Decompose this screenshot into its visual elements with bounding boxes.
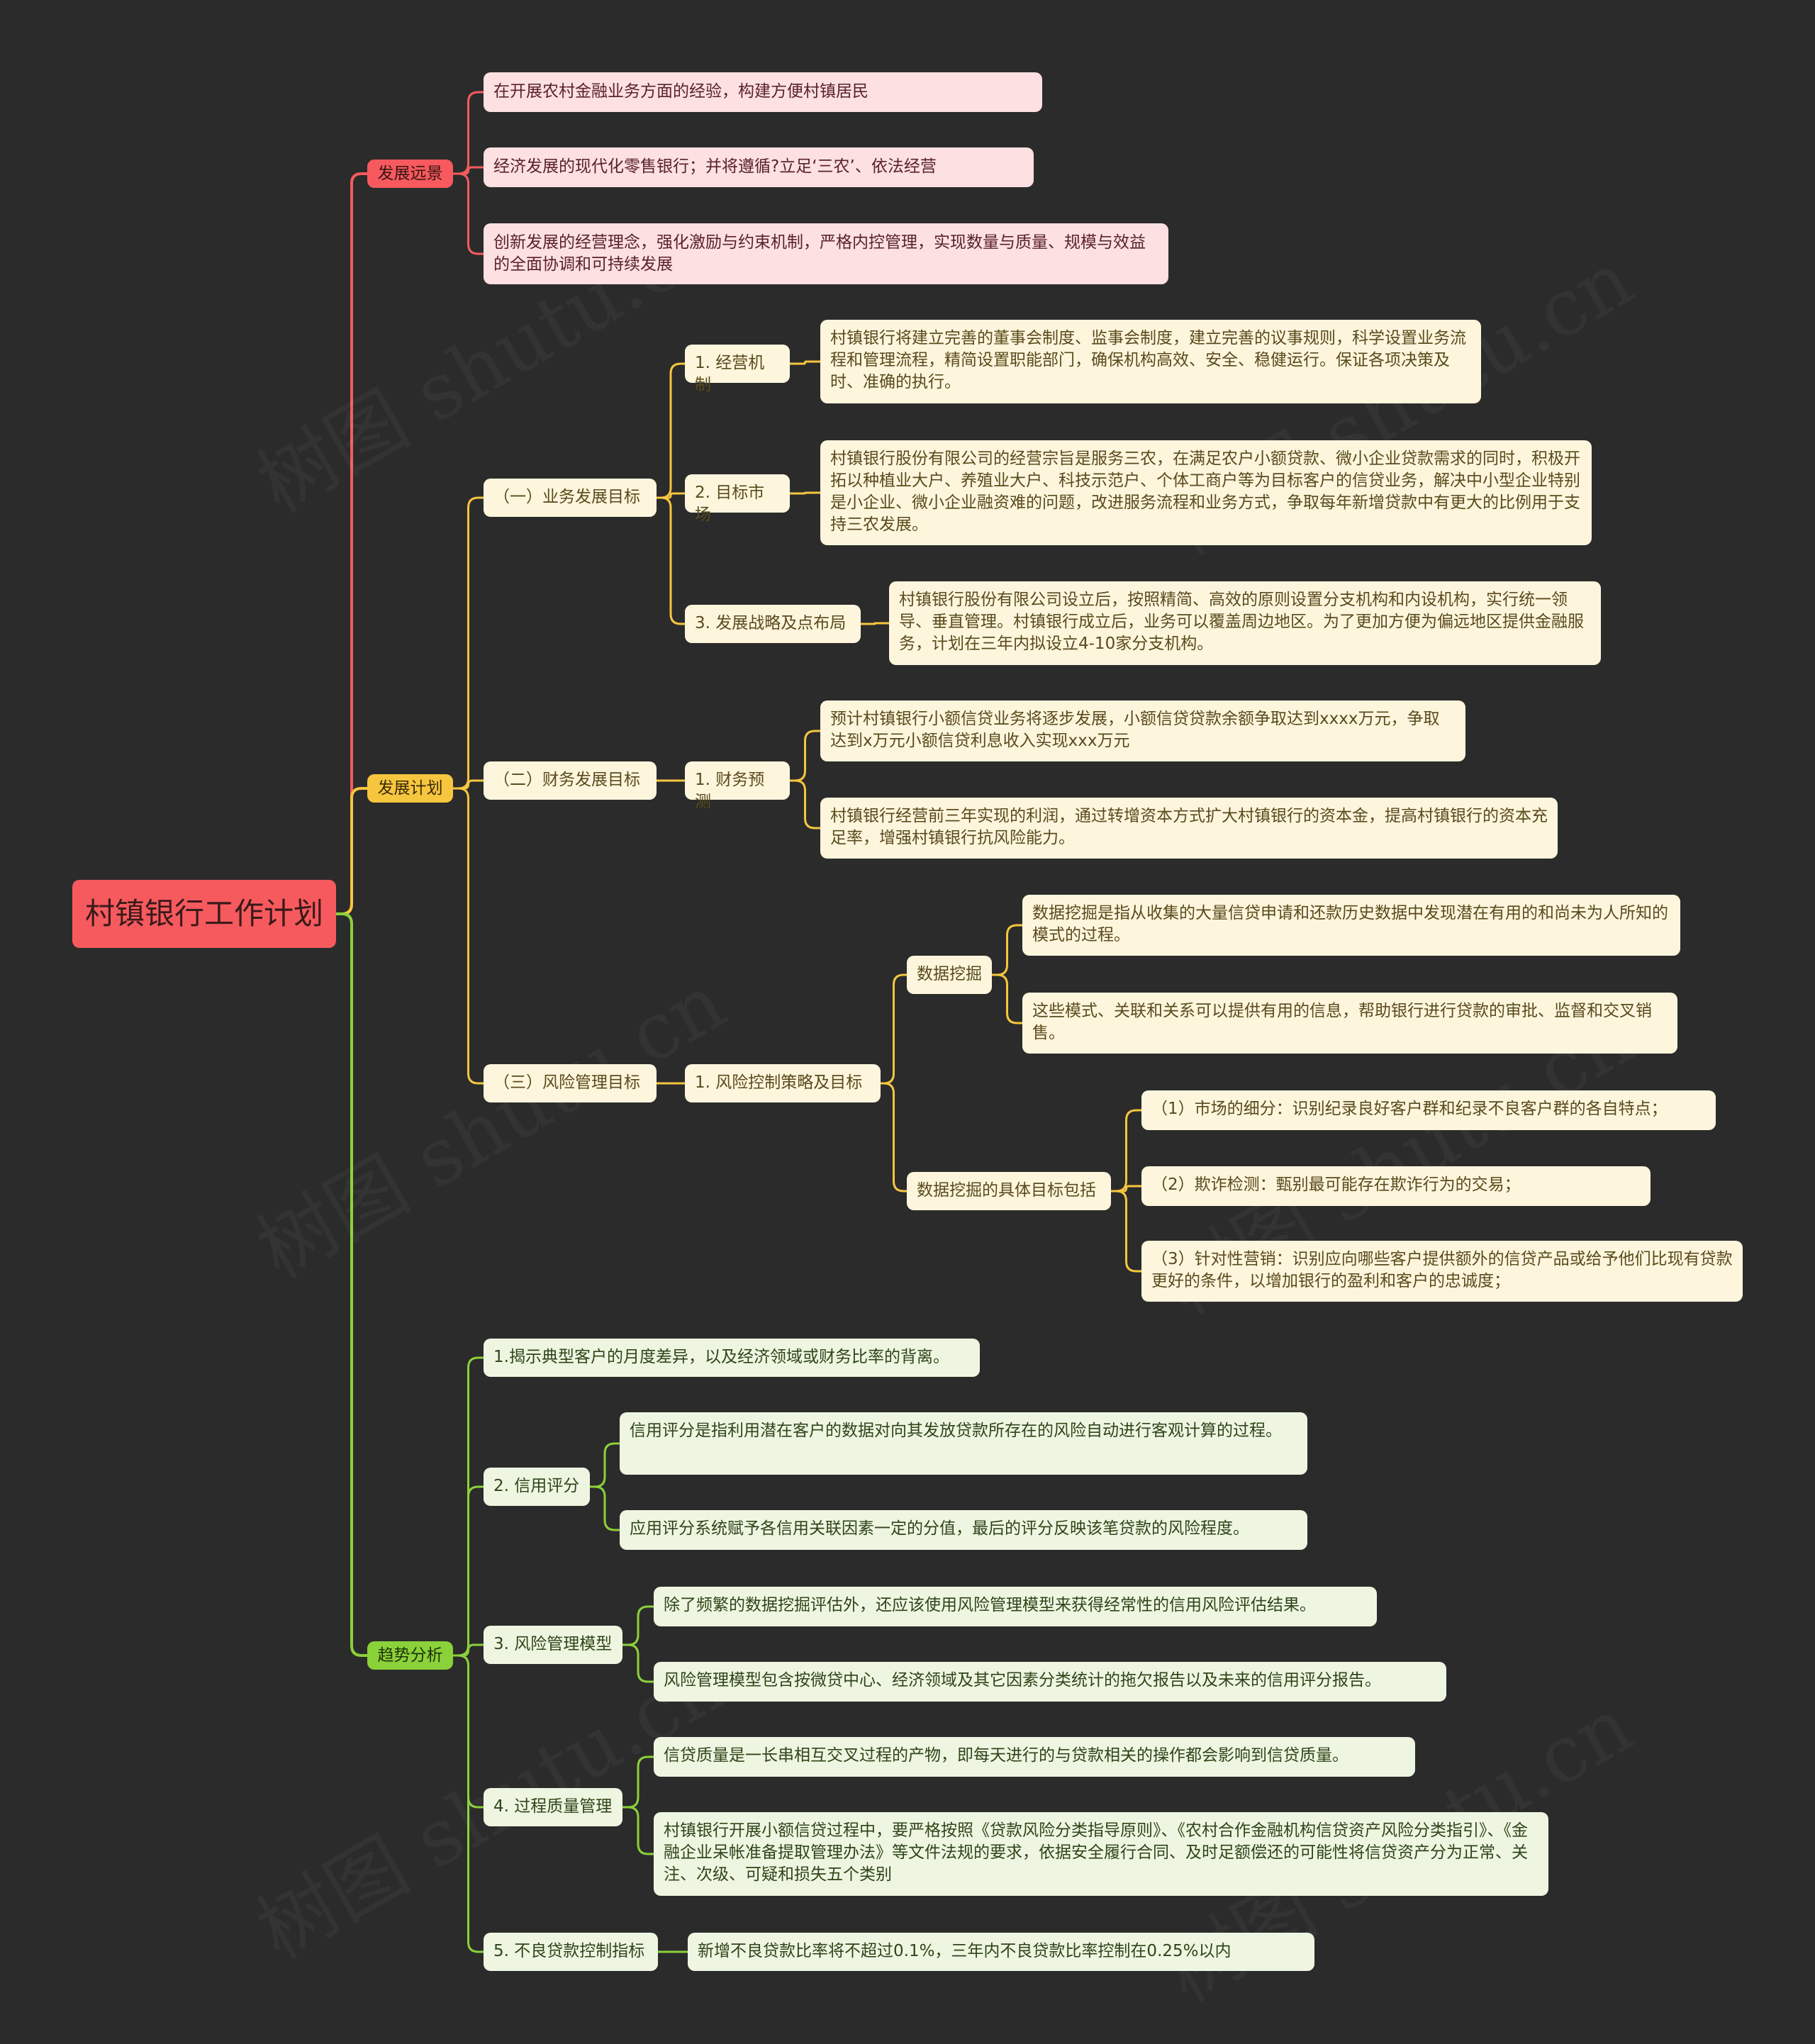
- connector-line: [790, 730, 820, 782]
- root-topic[interactable]: 村镇银行工作计划: [72, 880, 336, 948]
- connector-line: [590, 1485, 620, 1531]
- mining-goal-item[interactable]: （3）针对性营销：识别应向哪些客户提供额外的信贷产品或给予他们比现有贷款更好的条…: [1141, 1241, 1743, 1302]
- data-mining-item[interactable]: 这些模式、关联和关系可以提供有用的信息，帮助银行进行贷款的审批、监督和交叉销售。: [1022, 993, 1677, 1054]
- mechanism-topic[interactable]: 1. 经营机制: [685, 345, 790, 394]
- trend-item-1[interactable]: 1.揭示典型客户的月度差异，以及经济领域或财务比率的背离。: [484, 1339, 980, 1377]
- connector-line: [1111, 1185, 1141, 1193]
- mining-goals-topic[interactable]: 数据挖掘的具体目标包括: [907, 1172, 1111, 1210]
- connector-line: [1111, 1190, 1141, 1273]
- branch-plan[interactable]: 发展计划: [367, 774, 453, 803]
- forecast-item[interactable]: 村镇银行经营前三年实现的利润，通过转增资本方式扩大村镇银行的资本金，提高村镇银行…: [820, 798, 1558, 859]
- data-mining-topic[interactable]: 数据挖掘: [907, 956, 992, 994]
- connector-line: [992, 973, 1022, 1024]
- connector-line: [590, 1442, 620, 1488]
- connector-line: [453, 166, 484, 175]
- quality-item[interactable]: 村镇银行开展小额信贷过程中，要严格按照《贷款风险分类指导原则》、《农村合作金融机…: [654, 1812, 1548, 1896]
- business-goal-topic[interactable]: （一）业务发展目标: [484, 479, 657, 517]
- connector-line: [453, 1643, 484, 1657]
- vision-item[interactable]: 创新发展的经营理念，强化激励与约束机制，严格内控管理，实现数量与质量、规模与效益…: [484, 223, 1168, 284]
- connector-line: [657, 492, 685, 499]
- connector-line: [881, 1082, 907, 1193]
- data-mining-item[interactable]: 数据挖掘是指从收集的大量信贷申请和还款历史数据中发现潜在有用的和尚未为人所知的模…: [1022, 895, 1680, 956]
- connector-line: [790, 360, 820, 365]
- connector-line: [861, 622, 889, 625]
- connector-line: [453, 496, 484, 790]
- risk-goal-topic[interactable]: （三）风险管理目标: [484, 1064, 657, 1102]
- market-topic[interactable]: 2. 目标市场: [685, 474, 790, 524]
- connector-line: [453, 1485, 484, 1657]
- forecast-topic[interactable]: 1. 财务预测: [685, 761, 790, 811]
- quality-item[interactable]: 信贷质量是一长串相互交叉过程的产物，即每天进行的与贷款相关的操作都会影响到信贷质…: [654, 1737, 1415, 1777]
- vision-item[interactable]: 经济发展的现代化零售银行；并将遵循?立足‘三农’、依法经营: [484, 147, 1034, 187]
- forecast-item[interactable]: 预计村镇银行小额信贷业务将逐步发展，小额信贷贷款余额争取达到xxxx万元，争取达…: [820, 700, 1465, 761]
- risk-model-item[interactable]: 风险管理模型包含按微贷中心、经济领域及其它因素分类统计的拖欠报告以及未来的信用评…: [654, 1662, 1446, 1702]
- connector-line: [336, 912, 367, 1657]
- connector-line: [622, 1605, 654, 1646]
- mining-goal-item[interactable]: （2）欺诈检测：甄别最可能存在欺诈行为的交易；: [1141, 1166, 1651, 1206]
- vision-item[interactable]: 在开展农村金融业务方面的经验，构建方便村镇居民: [484, 72, 1042, 112]
- connector-line: [881, 973, 907, 1085]
- connector-line: [336, 787, 367, 915]
- risk-model-item[interactable]: 除了频繁的数据挖掘评估外，还应该使用风险管理模型来获得经常性的信用风险评估结果。: [654, 1587, 1377, 1626]
- finance-goal-topic[interactable]: （二）财务发展目标: [484, 761, 657, 800]
- connector-line: [622, 1643, 654, 1683]
- connector-line: [657, 362, 685, 499]
- connector-line: [622, 1755, 654, 1809]
- connector-line: [453, 779, 484, 790]
- connector-line: [992, 924, 1022, 976]
- npl-text[interactable]: 新增不良贷款比率将不超过0.1%，三年内不良贷款比率控制在0.25%以内: [688, 1933, 1314, 1971]
- connector-line: [453, 91, 484, 175]
- mechanism-text[interactable]: 村镇银行将建立完善的董事会制度、监事会制度，建立完善的议事规则，科学设置业务流程…: [820, 320, 1481, 403]
- credit-score-item[interactable]: 应用评分系统赋予各信用关联因素一定的分值，最后的评分反映该笔贷款的风险程度。: [620, 1510, 1307, 1550]
- connector-line: [622, 1806, 654, 1855]
- branch-vision[interactable]: 发展远景: [367, 160, 453, 188]
- credit-score-topic[interactable]: 2. 信用评分: [484, 1468, 590, 1506]
- connector-line: [453, 787, 484, 1085]
- connector-line: [657, 496, 685, 625]
- connector-line: [453, 1654, 484, 1953]
- strategy-topic[interactable]: 3. 发展战略及点布局: [685, 605, 861, 643]
- connector-line: [453, 172, 484, 255]
- connector-line: [790, 779, 820, 830]
- strategy-text[interactable]: 村镇银行股份有限公司设立后，按照精简、高效的原则设置分支机构和内设机构，实行统一…: [889, 581, 1601, 665]
- connector-line: [1111, 1109, 1141, 1193]
- npl-topic[interactable]: 5. 不良贷款控制指标: [484, 1933, 658, 1971]
- credit-score-item[interactable]: 信用评分是指利用潜在客户的数据对向其发放贷款所存在的风险自动进行客观计算的过程。: [620, 1412, 1307, 1475]
- risk-model-topic[interactable]: 3. 风险管理模型: [484, 1626, 622, 1664]
- risk-policy-topic[interactable]: 1. 风险控制策略及目标: [685, 1064, 881, 1102]
- mining-goal-item[interactable]: （1）市场的细分：识别纪录良好客户群和纪录不良客户群的各自特点；: [1141, 1090, 1716, 1130]
- market-text[interactable]: 村镇银行股份有限公司的经营宗旨是服务三农，在满足农户小额贷款、微小企业贷款需求的…: [820, 440, 1592, 545]
- quality-topic[interactable]: 4. 过程质量管理: [484, 1788, 622, 1826]
- branch-trend[interactable]: 趋势分析: [367, 1641, 453, 1670]
